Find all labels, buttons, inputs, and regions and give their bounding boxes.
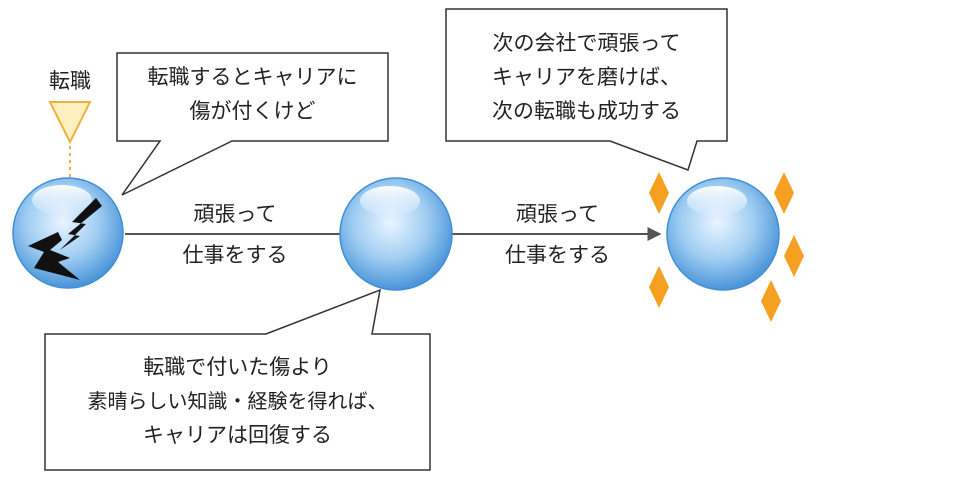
- sphere-icon: [339, 177, 453, 291]
- bubble-text-line: キャリアは回復する: [143, 423, 332, 447]
- arrow-1-label-top: 頑張って: [193, 202, 277, 226]
- marker-label: 転職: [49, 69, 91, 93]
- lightning-icon: [28, 198, 102, 280]
- sphere-shining-icon: [666, 177, 780, 291]
- sparkle-icon: [761, 280, 781, 322]
- arrow-2-label-bottom: 仕事をする: [505, 243, 610, 267]
- speech-bubble-top-right: [445, 8, 728, 171]
- bubble-text-line: 次の会社で頑張って: [492, 31, 681, 55]
- speech-bubble-top-left: [116, 52, 389, 196]
- marker-triangle-icon: [48, 101, 92, 145]
- speech-bubble-bottom: [44, 288, 431, 471]
- arrow-1-label-bottom: 仕事をする: [182, 243, 288, 267]
- sparkle-icon: [774, 172, 794, 214]
- bubble-text-line: 素晴らしい知識・経験を得れば、: [87, 389, 388, 413]
- sparkle-icons: [649, 172, 804, 322]
- bubble-text-line: 転職で付いた傷より: [143, 355, 332, 379]
- sparkle-icon: [649, 172, 669, 214]
- bubble-text-line: 次の転職も成功する: [492, 99, 681, 123]
- arrow-2-label-top: 頑張って: [516, 202, 599, 226]
- bubble-text-line: 転職するとキャリアに: [147, 65, 358, 89]
- bubble-bottom-text: 転職で付いた傷より 素晴らしい知識・経験を得れば、 キャリアは回復する: [45, 350, 430, 452]
- bubble-top-right-text: 次の会社で頑張って キャリアを磨けば、 次の転職も成功する: [446, 26, 727, 128]
- bubble-top-left-text: 転職するとキャリアに 傷が付くけど: [117, 60, 388, 128]
- bubble-text-line: キャリアを磨けば、: [492, 65, 681, 89]
- sparkle-icon: [784, 235, 804, 277]
- bubble-text-line: 傷が付くけど: [189, 99, 316, 123]
- sparkle-icon: [649, 266, 669, 308]
